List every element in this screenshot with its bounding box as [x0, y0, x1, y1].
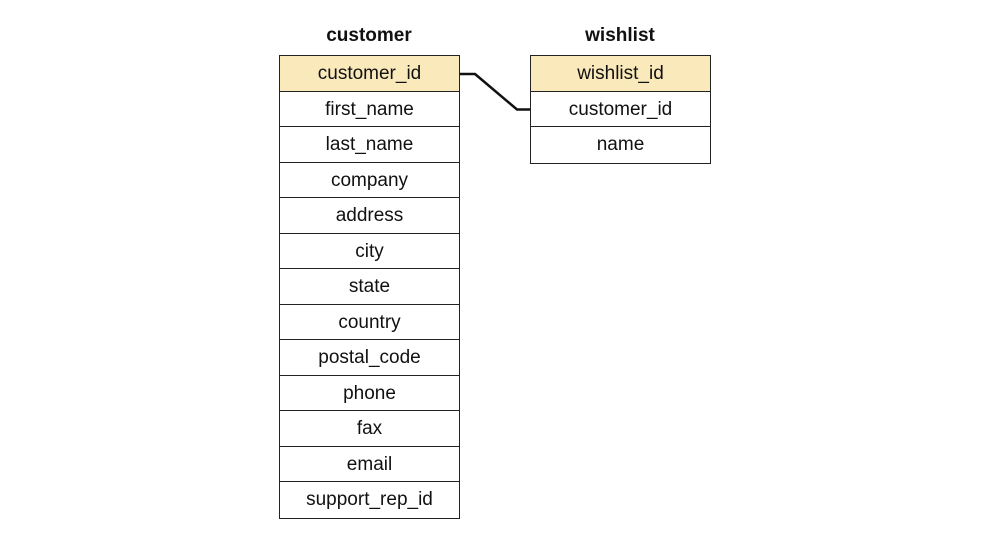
wishlist-field-list: wishlist_id customer_id name: [530, 55, 711, 164]
field-postal-code: postal_code: [280, 340, 459, 376]
table-title: customer: [326, 25, 412, 46]
customer-field-list: customer_id first_name last_name company…: [279, 55, 460, 519]
field-support-rep-id: support_rep_id: [306, 489, 433, 510]
field-email: email: [280, 447, 459, 482]
field-fax: fax: [280, 411, 459, 447]
field-name: name: [596, 134, 645, 155]
wishlist-table: wishlist wishlist_id customer_id name: [530, 22, 711, 164]
field-address: address: [280, 198, 459, 234]
field-wishlist-id: wishlist_id: [531, 56, 710, 92]
field-state: state: [280, 269, 459, 305]
field-company: company: [280, 163, 459, 198]
customer-wishlist-link: [459, 72, 531, 111]
customer-table: customer customer_id first_name last_nam…: [279, 22, 460, 519]
field-first-name: first_name: [280, 92, 459, 127]
table-title: wishlist: [585, 25, 655, 46]
field-city: city: [280, 234, 459, 269]
field-phone: phone: [280, 376, 459, 411]
field-customer-id-fk: customer_id: [531, 92, 710, 127]
field-country: country: [280, 305, 459, 340]
field-last-name: last_name: [280, 127, 459, 163]
field-customer-id: customer_id: [280, 56, 459, 92]
